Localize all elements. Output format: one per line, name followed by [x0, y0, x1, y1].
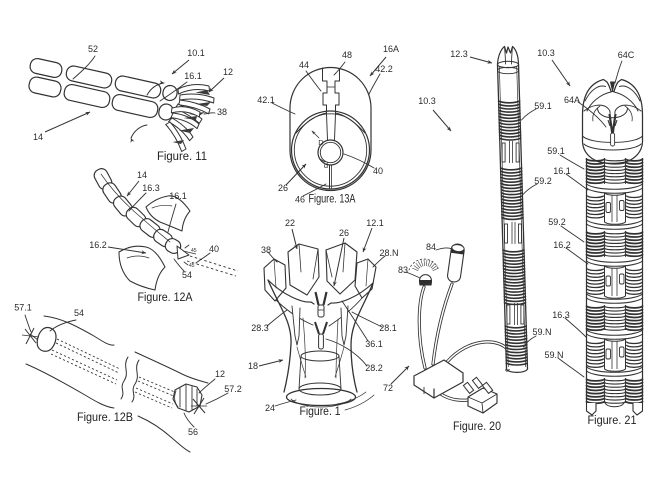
svg-text:12.1: 12.1 — [366, 218, 384, 228]
svg-text:59.2: 59.2 — [548, 217, 566, 227]
svg-text:Figure. 21: Figure. 21 — [588, 415, 637, 427]
svg-text:Figure. 1: Figure. 1 — [300, 406, 341, 418]
svg-text:12: 12 — [215, 369, 225, 379]
svg-text:36.1: 36.1 — [365, 339, 383, 349]
svg-text:12: 12 — [223, 67, 233, 77]
svg-text:14: 14 — [137, 170, 147, 180]
svg-text:38: 38 — [217, 107, 227, 117]
svg-text:12.3: 12.3 — [450, 49, 468, 59]
svg-text:59.1: 59.1 — [534, 101, 552, 111]
svg-text:d: d — [324, 161, 328, 170]
svg-text:18: 18 — [248, 361, 258, 371]
svg-text:16.2: 16.2 — [553, 240, 571, 250]
svg-text:44: 44 — [299, 60, 309, 70]
svg-text:28.1: 28.1 — [379, 323, 397, 333]
svg-text:40: 40 — [209, 244, 219, 254]
svg-text:54: 54 — [74, 308, 84, 318]
svg-text:16.2: 16.2 — [89, 240, 107, 250]
svg-text:48: 48 — [342, 50, 352, 60]
svg-text:16.1: 16.1 — [169, 191, 187, 201]
svg-text:D: D — [318, 138, 324, 147]
svg-text:10.1: 10.1 — [187, 48, 205, 58]
svg-text:16.1: 16.1 — [553, 166, 571, 176]
svg-text:45: 45 — [189, 263, 195, 269]
svg-text:64C: 64C — [618, 50, 635, 60]
svg-text:28.3: 28.3 — [251, 323, 269, 333]
svg-text:64A: 64A — [564, 95, 580, 105]
svg-text:72: 72 — [383, 383, 393, 393]
svg-text:26: 26 — [339, 228, 349, 238]
svg-text:59.N: 59.N — [532, 327, 551, 337]
svg-text:Figure. 12A: Figure. 12A — [138, 292, 193, 304]
svg-text:10.3: 10.3 — [537, 48, 555, 58]
svg-text:16.1: 16.1 — [184, 71, 202, 81]
svg-text:42.1: 42.1 — [257, 95, 275, 105]
svg-text:59.2: 59.2 — [534, 176, 552, 186]
svg-text:22: 22 — [285, 218, 295, 228]
svg-text:83: 83 — [398, 265, 408, 275]
svg-text:24: 24 — [265, 403, 275, 413]
svg-text:Figure. 11: Figure. 11 — [157, 151, 207, 163]
svg-text:40: 40 — [373, 166, 383, 176]
svg-text:14: 14 — [33, 132, 43, 142]
svg-text:28.N: 28.N — [379, 248, 398, 258]
svg-text:38: 38 — [261, 245, 271, 255]
svg-text:54: 54 — [182, 270, 192, 280]
svg-text:26: 26 — [278, 183, 288, 193]
svg-text:16.3: 16.3 — [142, 183, 160, 193]
svg-text:52: 52 — [88, 44, 98, 54]
svg-text:10.3: 10.3 — [418, 96, 436, 106]
svg-text:59.N: 59.N — [544, 350, 563, 360]
svg-text:42.2: 42.2 — [375, 64, 393, 74]
svg-text:Figure. 13A: Figure. 13A — [309, 194, 356, 206]
svg-text:59.1: 59.1 — [547, 146, 565, 156]
svg-text:84: 84 — [426, 242, 436, 252]
svg-text:57.2: 57.2 — [224, 384, 242, 394]
svg-text:16.3: 16.3 — [552, 310, 570, 320]
svg-text:57.1: 57.1 — [14, 303, 32, 313]
svg-text:28.2: 28.2 — [365, 363, 383, 373]
svg-text:45: 45 — [191, 248, 197, 254]
svg-text:56: 56 — [188, 427, 198, 437]
svg-text:16A: 16A — [383, 44, 399, 54]
svg-text:Figure. 20: Figure. 20 — [453, 421, 501, 433]
svg-text:Figure. 12B: Figure. 12B — [77, 412, 133, 424]
svg-text:46: 46 — [295, 195, 305, 205]
